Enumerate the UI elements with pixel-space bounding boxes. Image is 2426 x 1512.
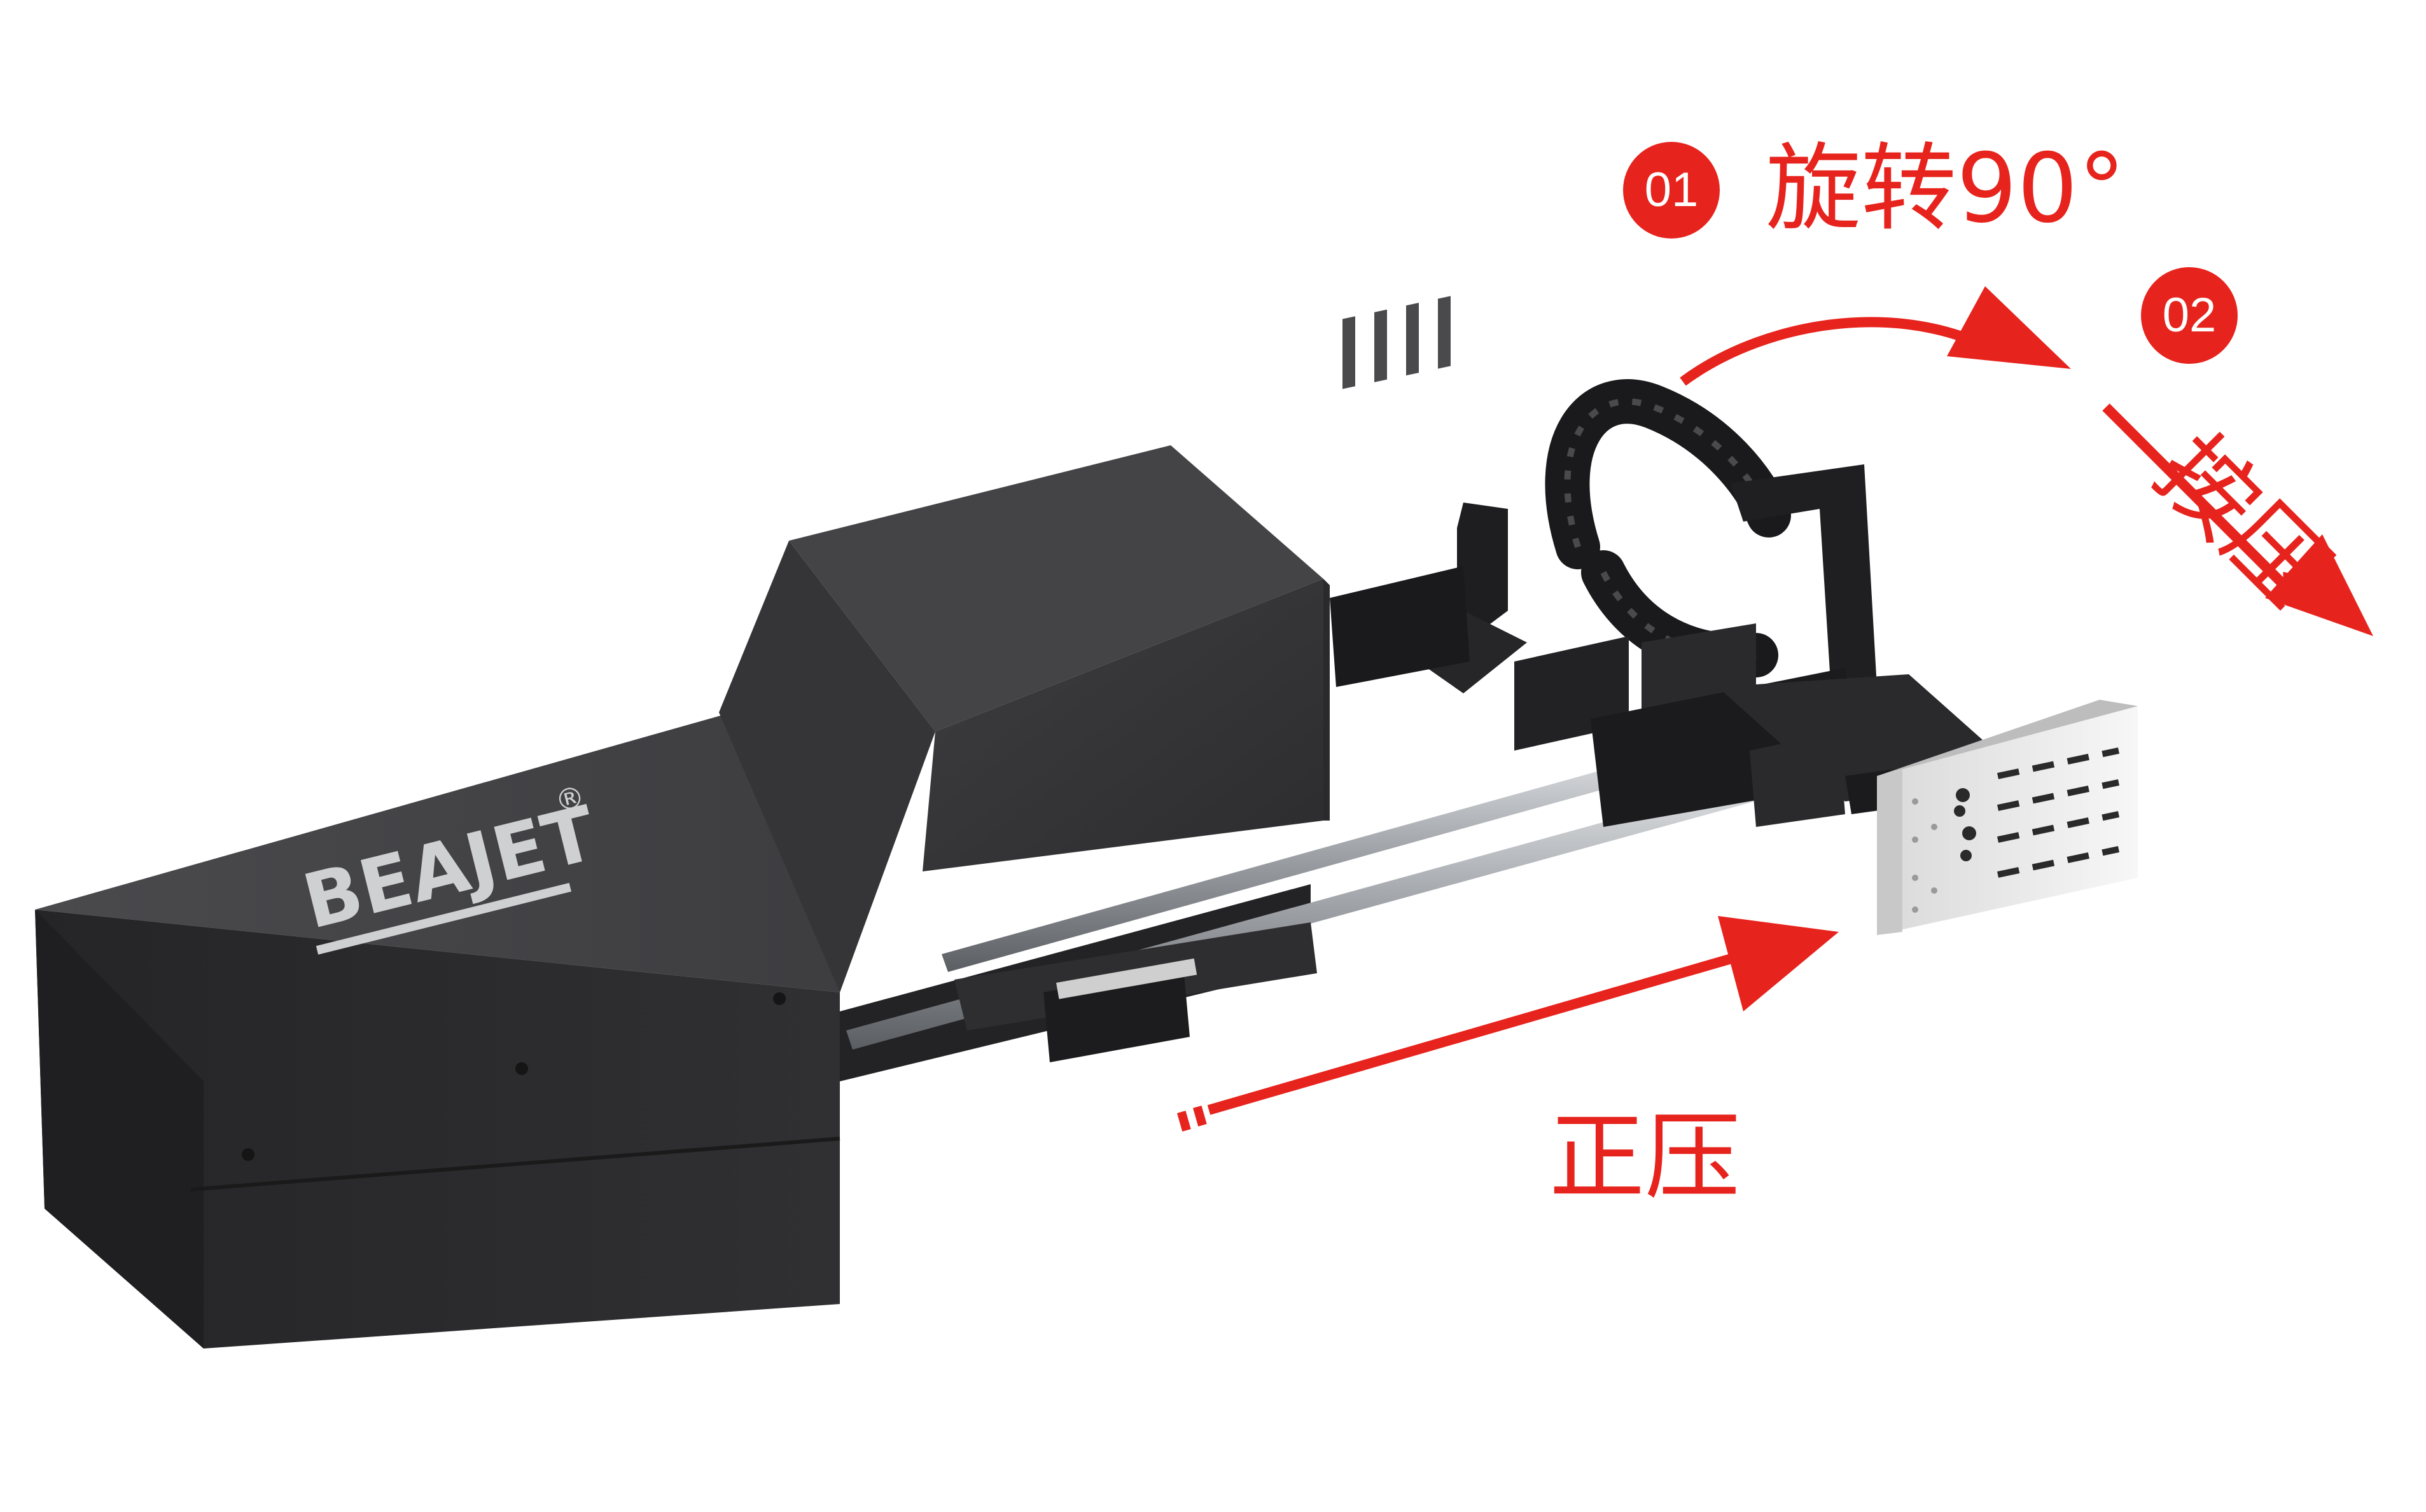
step1-label: 旋转90° xyxy=(1766,134,2126,244)
machine-housing xyxy=(35,445,1330,1349)
forward-label: 正压 xyxy=(1549,1102,1741,1213)
press-arrow xyxy=(2102,403,2373,636)
step2-number: 02 xyxy=(2162,288,2217,342)
rotate-arrow xyxy=(1680,286,2071,386)
forward-arrow xyxy=(1176,916,1839,1132)
step1-badge: 01 xyxy=(1623,142,1720,239)
step1-number: 01 xyxy=(1644,163,1699,217)
step2-badge: 02 xyxy=(2141,267,2238,364)
press-plate xyxy=(1877,700,2138,935)
linear-rail-module xyxy=(840,738,1801,1081)
